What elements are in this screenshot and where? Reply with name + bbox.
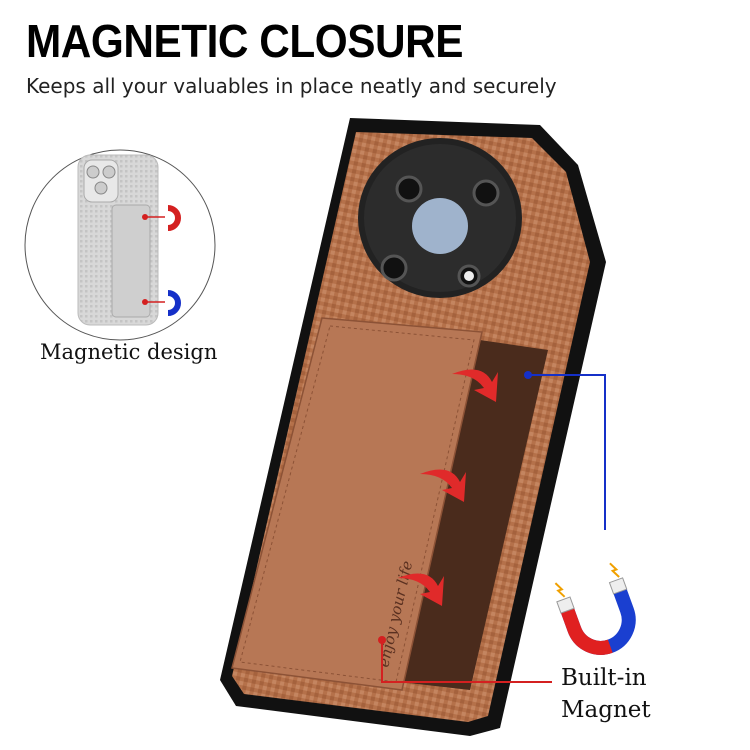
phone-case: enjoy your life — [220, 118, 606, 736]
camera-module — [358, 138, 522, 298]
subheadline: Keeps all your valuables in place neatly… — [26, 74, 557, 98]
open-arrows-icon — [398, 369, 498, 606]
red-callout-line — [378, 636, 552, 683]
magnet-line: Magnet — [561, 697, 651, 723]
blue-callout-line — [524, 371, 606, 530]
headline: MAGNETIC CLOSURE — [26, 15, 463, 67]
magnetic-design-inset — [24, 149, 216, 341]
built-in-magnet-label: Built-in Magnet — [561, 662, 651, 726]
camera-logo-disc — [412, 198, 468, 254]
magnet-icon — [554, 562, 636, 655]
magnetic-design-label: Magnetic design — [40, 340, 218, 364]
card-flap — [231, 317, 483, 691]
magnet-icon — [167, 205, 181, 316]
built-in-line: Built-in — [561, 665, 647, 691]
